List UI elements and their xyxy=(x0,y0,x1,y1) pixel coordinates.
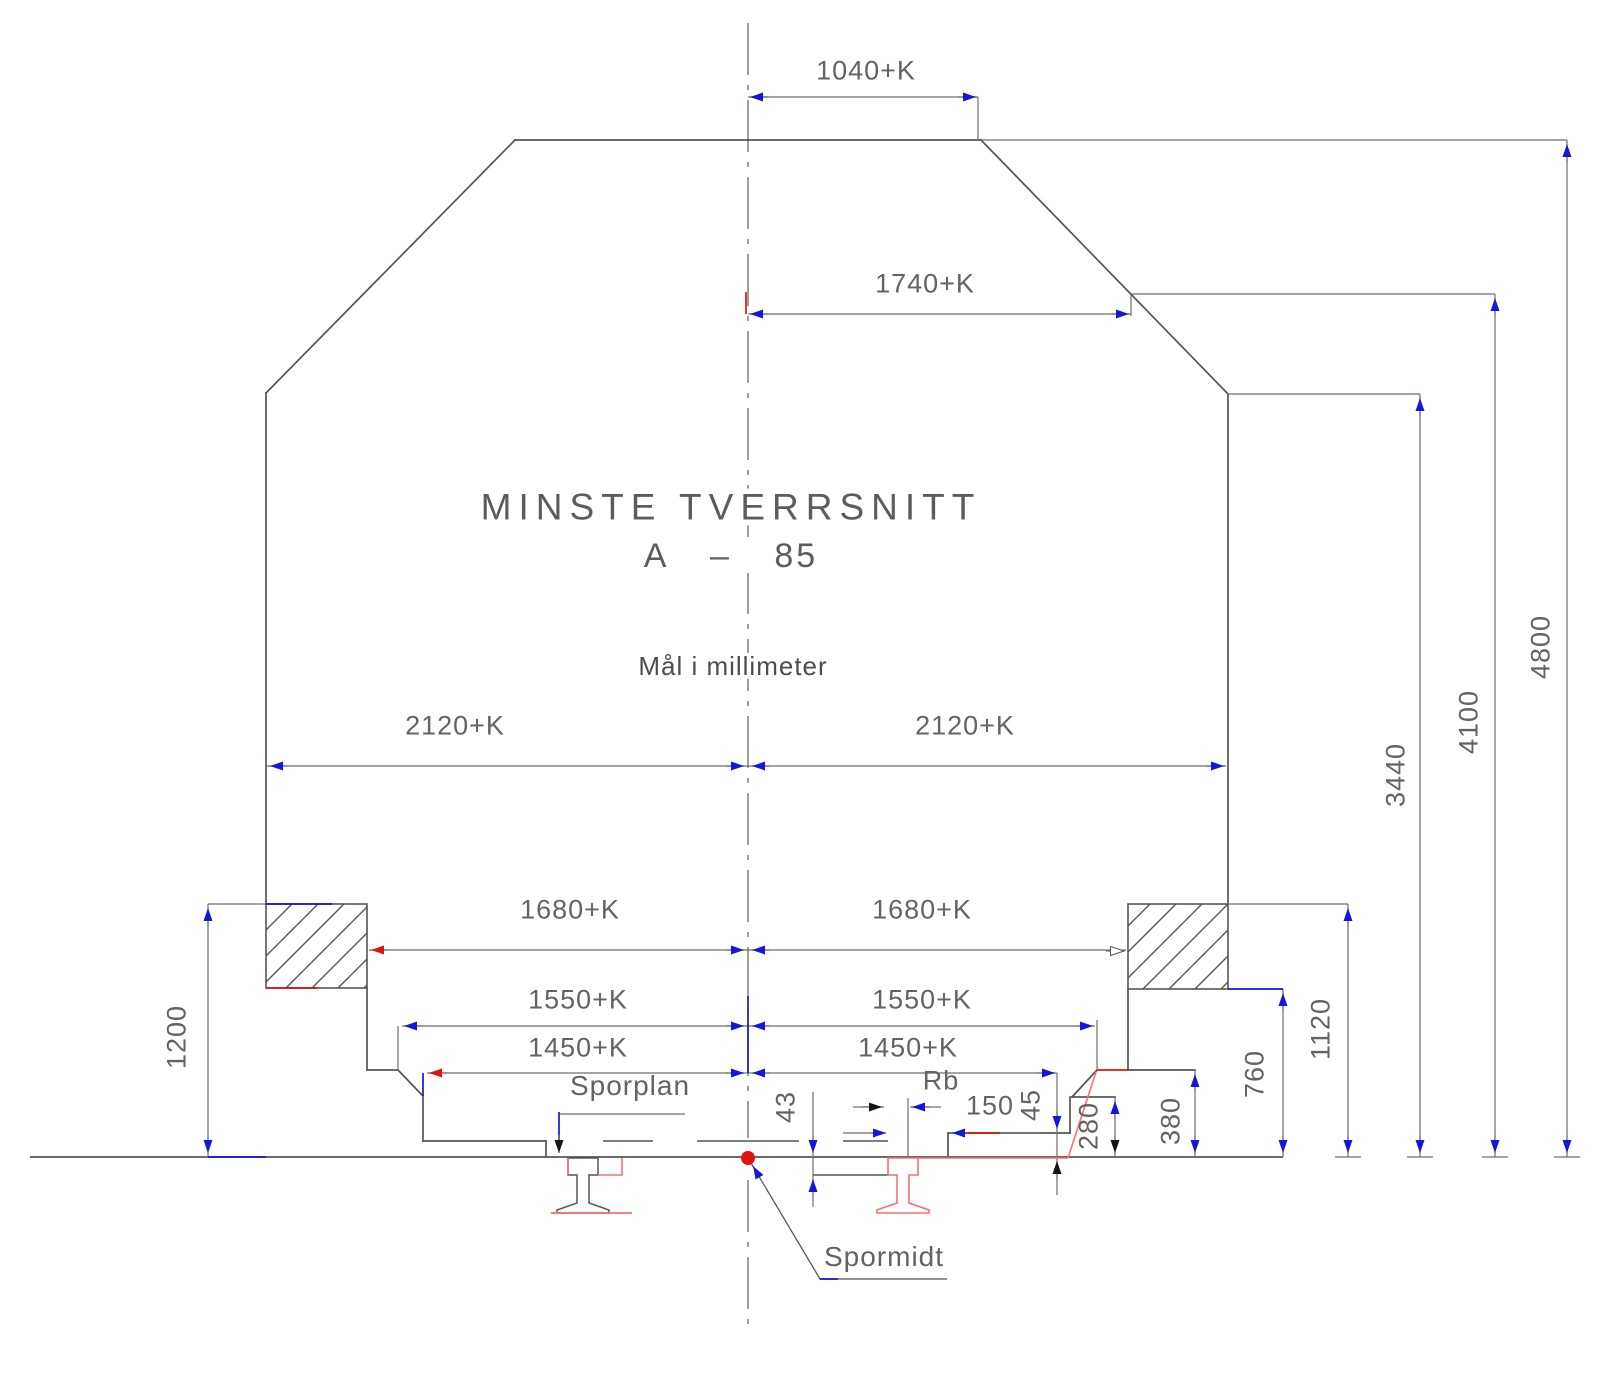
ballast-lines xyxy=(603,1140,889,1176)
spormidt-dot xyxy=(741,1151,755,1165)
blue-segments xyxy=(208,903,1283,1280)
clearance-profile-outline xyxy=(264,138,1230,1158)
dim-45-label: 45 xyxy=(1015,1088,1046,1122)
dim-1550k-left-label: 1550+K xyxy=(525,986,631,1014)
arrowheads xyxy=(203,92,1572,1197)
dim-280-label: 280 xyxy=(1073,1101,1104,1151)
dim-1200-label: 1200 xyxy=(161,1004,192,1070)
dim-2120k-left-label: 2120+K xyxy=(402,712,508,740)
dim-1450k-right-label: 1450+K xyxy=(855,1034,961,1062)
left-rail xyxy=(551,1157,632,1214)
red-segments xyxy=(266,292,1128,1134)
dim-380-label: 380 xyxy=(1155,1096,1186,1146)
red-floor-profile xyxy=(947,1071,1097,1159)
right-rail xyxy=(876,1157,947,1214)
drawing-title: MINSTE TVERRSNITT xyxy=(477,488,985,526)
units-note: Mål i millimeter xyxy=(635,653,831,679)
dim-4800-label: 4800 xyxy=(1525,614,1556,680)
dim-1550k-right-label: 1550+K xyxy=(869,986,975,1014)
dim-1450k-left-label: 1450+K xyxy=(525,1034,631,1062)
dim-1740k-label: 1740+K xyxy=(872,270,978,298)
dim-1040k-label: 1040+K xyxy=(813,57,919,85)
spormidt-label: Spormidt xyxy=(823,1241,945,1272)
dim-43-label: 43 xyxy=(770,1090,801,1124)
dim-1680k-left-label: 1680+K xyxy=(517,896,623,924)
sporplan-label: Sporplan xyxy=(569,1070,691,1101)
right-hatched-block xyxy=(1127,903,1229,990)
dim-4100-label: 4100 xyxy=(1453,689,1484,755)
dim-3440-label: 3440 xyxy=(1380,742,1411,808)
dim-2120k-right-label: 2120+K xyxy=(912,712,1018,740)
dimension-lines xyxy=(207,96,1568,1207)
extension-lines xyxy=(208,97,1567,1157)
dim-1120-label: 1120 xyxy=(1305,997,1336,1061)
dim-760-label: 760 xyxy=(1239,1049,1270,1099)
dim-1680k-right-label: 1680+K xyxy=(869,896,975,924)
dim-150-label: 150 xyxy=(965,1090,1015,1121)
rb-label: Rb xyxy=(922,1065,960,1096)
left-hatched-block xyxy=(265,903,368,989)
drawing-subtitle: A – 85 xyxy=(640,539,822,573)
